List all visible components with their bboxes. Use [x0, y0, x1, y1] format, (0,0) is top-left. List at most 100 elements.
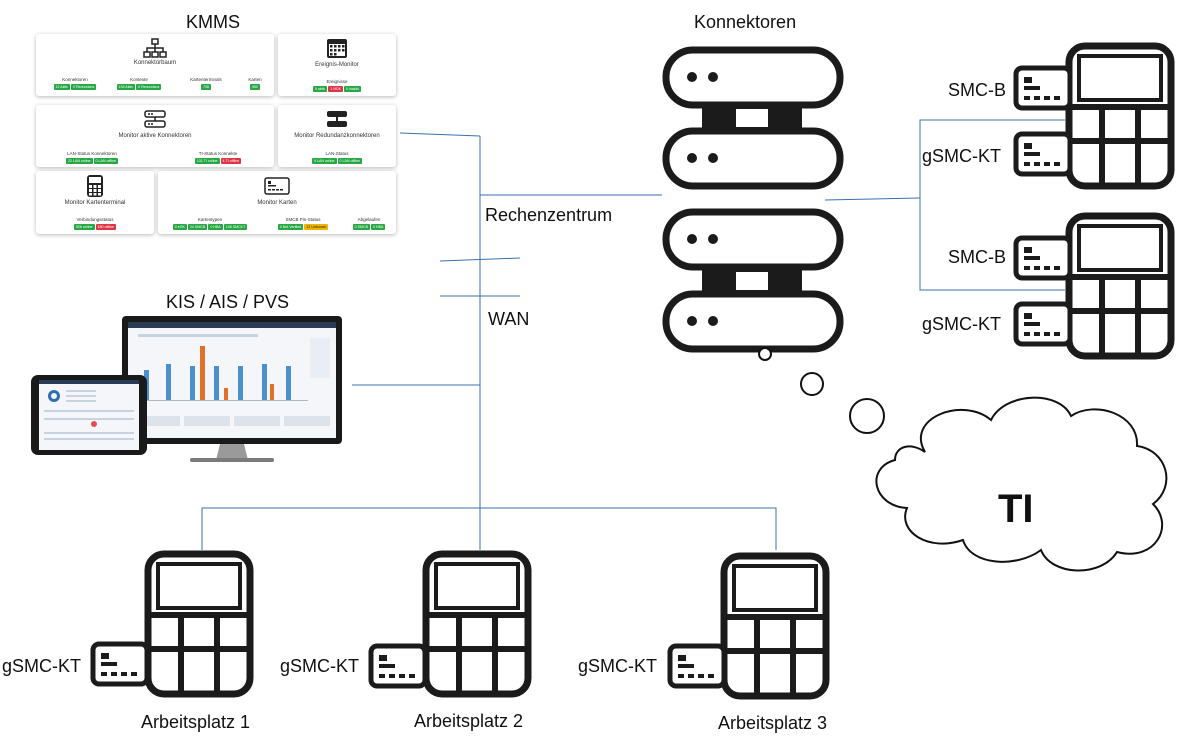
badge[interactable]: 9 aktiv [312, 86, 328, 92]
badge[interactable]: 106 SMCKT [223, 224, 248, 230]
card-icon [1013, 131, 1073, 177]
card-terminal-icon [1065, 42, 1175, 190]
panel-title: Ereignis-Monitor [315, 62, 359, 68]
card-icon [1013, 235, 1073, 281]
cloud-icon [758, 347, 1168, 572]
stat-kartenterminals: Kartenterminals 706 [186, 77, 226, 90]
badge[interactable]: 0 HBA [208, 224, 223, 230]
badge[interactable]: 24 SMCB [187, 224, 208, 230]
stat-label: Karten [248, 77, 262, 82]
badge[interactable]: 0 SMCB [352, 224, 370, 230]
stat-label: Kartenterminals [190, 77, 222, 82]
panel-title: Konnektorbaum [133, 60, 177, 66]
badge[interactable]: 131 TI online [194, 158, 220, 164]
badge[interactable]: 0 LAN offline [337, 158, 363, 164]
server-icon [662, 46, 844, 353]
arbeitsplatz-2-label: Arbeitsplatz 2 [414, 711, 524, 731]
server-icon [144, 110, 166, 128]
badge[interactable]: 0 LAN offline [93, 158, 119, 164]
redundanz-konnektoren-panel[interactable]: Monitor Redundanzkonnektoren LAN-Status … [278, 105, 396, 167]
card-icon [1013, 301, 1073, 347]
id-card-icon [264, 177, 290, 195]
gsmckt-label: gSMC-KT [922, 146, 1002, 166]
badge[interactable]: 4 TI offline [220, 158, 242, 164]
kmms-label: KMMS [186, 12, 240, 32]
kis-label: KIS / AIS / PVS [166, 292, 290, 312]
stat-label: LAN-Status [325, 151, 349, 156]
gsmckt-label: gSMC-KT [922, 314, 1002, 334]
gsmckt-label: gSMC-KT [280, 656, 360, 676]
card-terminal-icon [720, 552, 830, 700]
badge[interactable]: 1 NOK [328, 86, 343, 92]
sitemap-icon [143, 38, 167, 58]
stat-label: SMCB Pin-Status [285, 217, 321, 222]
ti-label: TI [998, 487, 1034, 531]
card-terminal-icon [87, 175, 103, 197]
badge[interactable]: 0 eGK [172, 224, 187, 230]
calendar-icon [327, 39, 347, 58]
stat-karten: Karten 950 [240, 77, 270, 90]
smcb-label: SMC-B [948, 247, 1006, 267]
badge[interactable]: 0 Not Verified [277, 224, 304, 230]
stat-label: Ereignisse [326, 79, 348, 84]
badge[interactable]: 0 Redundanz [71, 84, 97, 90]
card-icon [368, 643, 428, 689]
tablet-icon [31, 375, 147, 455]
card-icon [90, 641, 150, 687]
badge[interactable]: 9 LAN online [311, 158, 337, 164]
badge[interactable]: 12 Unknown [304, 224, 329, 230]
badge[interactable]: 0 Redundanz [136, 84, 162, 90]
stat-label: LAN-Status Konnektoren [67, 151, 117, 156]
card-icon [667, 643, 727, 689]
gsmckt-label: gSMC-KT [2, 656, 82, 676]
badge[interactable]: 135 Aktiv [116, 84, 136, 90]
stat-label: Kontexte [130, 77, 148, 82]
aktive-konnektoren-panel[interactable]: Monitor aktive Konnektoren LAN-Status Ko… [36, 105, 274, 167]
card-terminal-icon [144, 550, 254, 698]
monitor-icon [122, 316, 342, 462]
badge[interactable]: 22 LAN online [65, 158, 93, 164]
card-terminal-icon [1065, 212, 1175, 360]
badge[interactable]: 526 online [73, 224, 95, 230]
server-icon [327, 111, 347, 127]
panel-title: Monitor Karten [257, 200, 297, 206]
panel-title: Monitor Kartenterminal [64, 200, 126, 206]
card-terminal-icon [422, 550, 532, 698]
panel-title: Monitor Redundanzkonnektoren [294, 133, 380, 139]
arbeitsplatz-3-label: Arbeitsplatz 3 [718, 713, 828, 733]
badge[interactable]: 0 inaktiv [344, 86, 362, 92]
konnektoren-label: Konnektoren [694, 12, 797, 32]
rechenzentrum-label: Rechenzentrum [485, 205, 613, 225]
badge[interactable]: 950 [250, 84, 260, 90]
wan-label: WAN [488, 309, 530, 329]
badge[interactable]: 180 offline [95, 224, 117, 230]
badge[interactable]: 706 [201, 84, 211, 90]
stat-label: TI-Status Konnekte [198, 151, 238, 156]
stat-label: Verbindungsstatus [76, 217, 114, 222]
smcb-label: SMC-B [948, 80, 1006, 100]
arbeitsplatz-1-label: Arbeitsplatz 1 [141, 712, 251, 732]
stat-label: Abgelaufen [357, 217, 381, 222]
card-icon [1013, 65, 1073, 111]
kartenterminal-panel[interactable]: Monitor Kartenterminal Verbindungsstatus… [36, 171, 154, 234]
badge[interactable]: 0 HBA [371, 224, 386, 230]
panel-title: Monitor aktive Konnektoren [118, 133, 192, 139]
gsmckt-label: gSMC-KT [578, 656, 658, 676]
stat-label: Konnektoren [62, 77, 88, 82]
badge[interactable]: 12 Aktiv [53, 84, 71, 90]
stat-label: Kartentypen [197, 217, 223, 222]
